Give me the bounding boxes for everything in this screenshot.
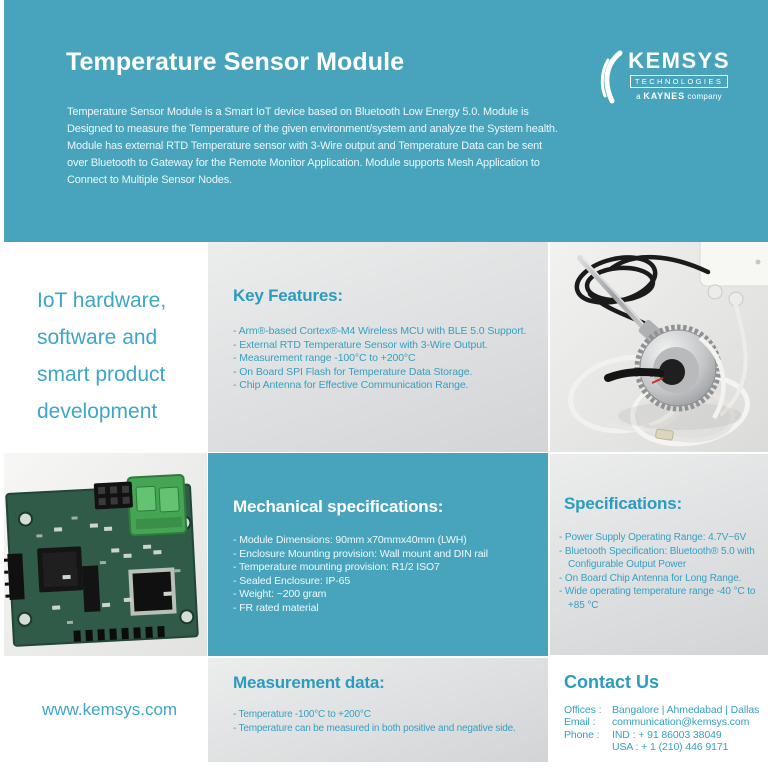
intro-line: smart product [37,363,166,386]
list-item: - Temperature can be measured in both po… [233,722,516,734]
list-item: - Temperature -100°C to +200°C [233,709,371,720]
contact-label: Offices : [564,704,602,716]
list-item: - Wide operating temperature range -40 °… [559,586,756,611]
intro-column: IoT hardware, software and smart product… [4,242,207,453]
sensor-probe-photo [550,242,768,452]
contact-row-email: Email : communication@kemsys.com [564,716,766,728]
list-item: - On Board SPI Flash for Temperature Dat… [233,365,473,378]
list-item: - FR rated material [233,601,319,614]
list-item: - Bluetooth Specification: Bluetooth® 5.… [559,545,755,571]
mechanical-specs-panel: Mechanical specifications: - Module Dime… [208,453,548,656]
list-item: - Power Supply Operating Range: 4.7V~6V [559,532,747,543]
kemsys-logo: KEMSYS TECHNOLOGIES a KAYNES company [599,50,730,104]
contact-label: Phone : [564,728,600,741]
logo-wordmark: KEMSYS [628,48,730,73]
contact-email-value[interactable]: communication@kemsys.com [612,716,750,729]
contact-value: Bangalore | Ahmedabad | Dallas [612,704,760,716]
sensor-probe-illustration [550,242,768,452]
logo-kaynes-tagline: a KAYNES company [636,91,722,101]
page-description: Temperature Sensor Module is a Smart IoT… [67,106,558,186]
key-features-list: - Arm®-based Cortex®-M4 Wireless MCU wit… [233,325,541,393]
mechanical-specs-heading: Mechanical specifications: [233,497,444,516]
contact-row-offices: Offices : Bangalore | Ahmedabad | Dallas [564,704,766,716]
iot-statement: IoT hardware, software and smart product… [37,282,166,430]
mechanical-specs-list: - Module Dimensions: 90mm x70mmx40mm (LW… [233,534,541,615]
list-item: - On Board Chip Antenna for Long Range. [559,572,742,584]
measurement-data-panel: Measurement data: - Temperature -100°C t… [208,658,548,762]
list-item: - Arm®-based Cortex®-M4 Wireless MCU wit… [233,325,527,337]
measurement-data-list: - Temperature -100°C to +200°C - Tempera… [233,708,545,735]
key-features-panel: Key Features: - Arm®-based Cortex®-M4 Wi… [208,242,548,452]
list-item: - Module Dimensions: 90mm x70mmx40mm (LW… [233,534,467,546]
specifications-heading: Specifications: [564,494,682,513]
contact-value: IND : + 91 86003 38049 [612,728,722,741]
list-item: - Measurement range -100°C to +200°C [233,352,416,364]
specifications-panel: Specifications: - Power Supply Operating… [550,454,768,655]
list-item: - Temperature mounting provision: R1/2 I… [233,561,440,573]
intro-line: IoT hardware, [37,289,167,312]
intro-line: software and [37,326,158,349]
list-item: - Sealed Enclosure: IP-65 [233,574,351,587]
contact-row-phone-usa: USA : + 1 (210) 446 9171 [564,741,766,753]
key-features-heading: Key Features: [233,286,343,305]
contact-row-phone-ind: Phone : IND : + 91 86003 38049 [564,729,766,741]
header-banner: Temperature Sensor Module Temperature Se… [4,0,768,242]
kemsys-swoosh-icon [600,50,623,104]
contact-heading: Contact Us [564,672,660,692]
list-item: - Enclosure Mounting provision: Wall mou… [233,547,488,560]
contact-label: Email : [564,716,596,729]
list-item: - External RTD Temperature Sensor with 3… [233,338,488,351]
logo-technologies-label: TECHNOLOGIES [629,75,729,88]
contact-label [564,741,612,753]
measurement-data-heading: Measurement data: [233,673,385,692]
intro-line: development [37,400,158,423]
specifications-list: - Power Supply Operating Range: 4.7V~6V … [559,531,765,612]
contact-value: USA : + 1 (210) 446 9171 [612,740,729,753]
contact-section: Contact Us Offices : Bangalore | Ahmedab… [564,672,766,753]
list-item: - Chip Antenna for Effective Communicati… [233,379,469,391]
page-title: Temperature Sensor Module [66,48,405,76]
website-link[interactable]: www.kemsys.com [42,700,178,719]
pcb-board-photo [4,453,207,656]
list-item: - Weight: ~200 gram [233,588,327,600]
pcb-board-illustration [4,453,207,656]
